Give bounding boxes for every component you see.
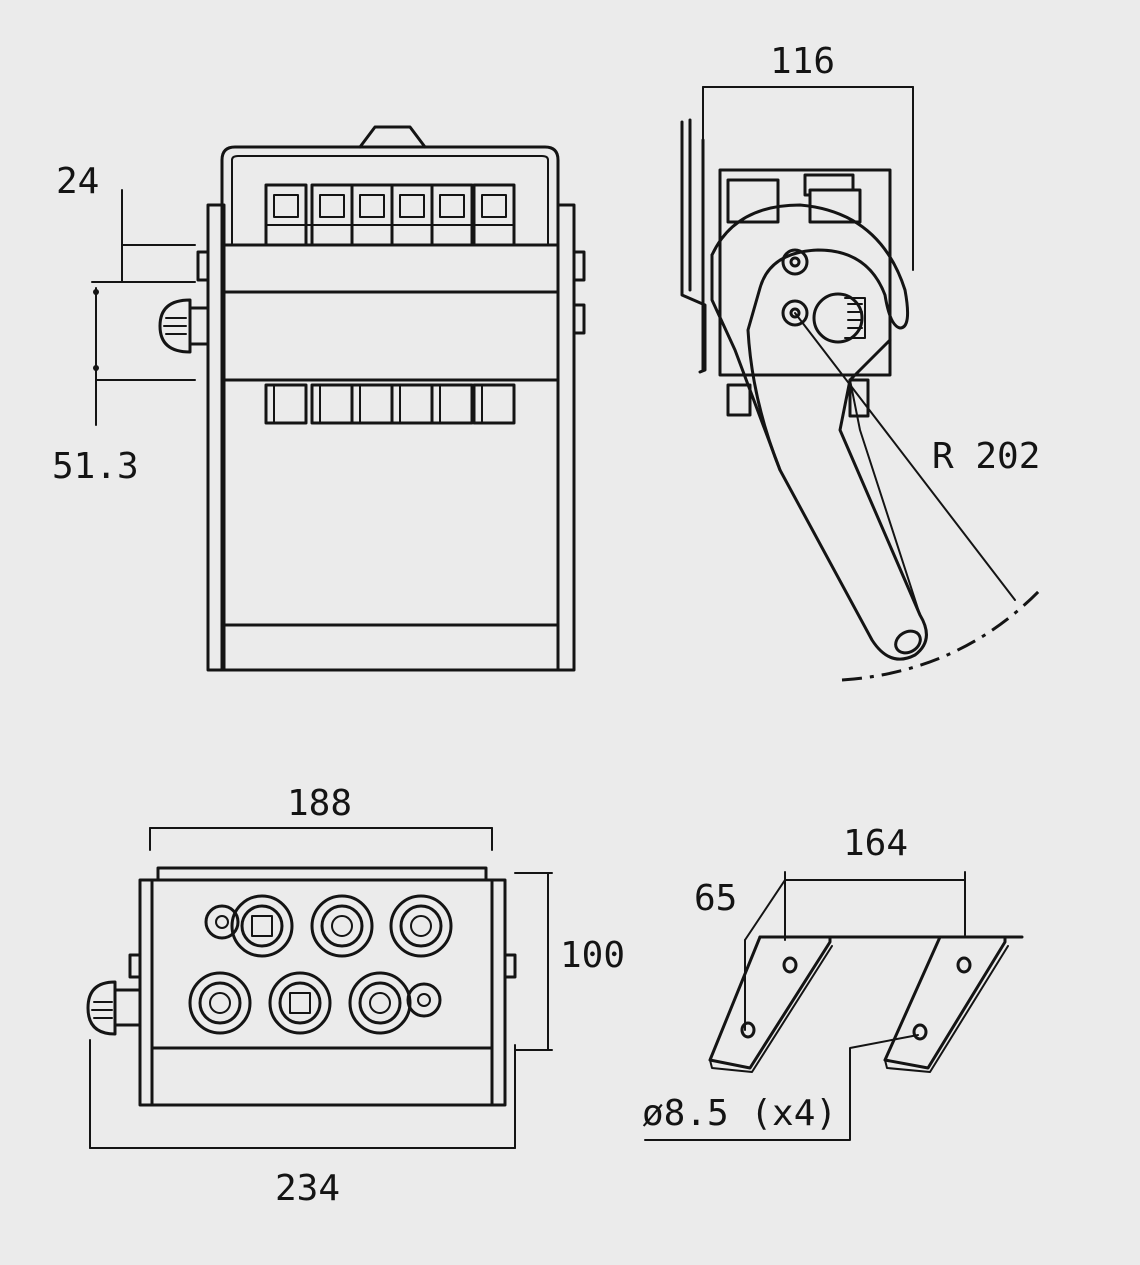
dimension-234: 234: [89, 1039, 516, 1209]
top-view: 188: [86, 783, 625, 1209]
top-knob: [358, 125, 427, 149]
dim-188-label: 188: [287, 783, 352, 824]
dimension-65: 65: [694, 878, 786, 1031]
dimension-188: 188: [149, 783, 493, 851]
radius-leader: [794, 312, 1016, 601]
dim-100-label: 100: [560, 935, 625, 976]
left-bracket: [206, 203, 226, 672]
pivot-hole-main: [781, 299, 809, 327]
top-view-knob: [86, 980, 142, 1036]
dimension-164: 164: [784, 823, 966, 941]
carry-handle: [220, 145, 560, 247]
top-connector-row: [264, 183, 516, 247]
side-view: 116 R 202: [680, 41, 1042, 682]
swing-arc: [841, 588, 1042, 682]
dimension-51-3: 51.3: [52, 287, 196, 487]
knob-end: [812, 292, 864, 344]
dim-24-label: 24: [56, 161, 99, 202]
dimension-24: 24: [56, 161, 196, 283]
dimension-100: 100: [514, 872, 625, 1051]
mount-hole-1: [782, 956, 798, 974]
top-view-connectors: [188, 894, 453, 1035]
radius-label: R 202: [932, 436, 1040, 477]
side-housing: [718, 168, 892, 377]
dimension-116: 116: [702, 41, 914, 271]
dim-65-label: 65: [694, 878, 737, 919]
bracket-left-foot: [708, 935, 832, 1070]
bottom-connector-row: [264, 383, 516, 425]
right-bracket: [556, 203, 576, 672]
pivot-hole-top: [781, 248, 809, 276]
bracket-right-foot: [883, 935, 1007, 1070]
arm-end-hole: [894, 629, 922, 655]
mount-hole-4: [912, 1023, 928, 1041]
tilt-bracket-arm: [710, 203, 928, 661]
mount-hole-2: [740, 1021, 756, 1039]
mounting-bracket-view: 164 65 ø8.5 (x4): [642, 823, 1024, 1141]
side-knob: [158, 298, 210, 354]
top-view-frame: [138, 878, 507, 1107]
dim-51-3-label: 51.3: [52, 446, 139, 487]
front-view: 24 51.3: [52, 125, 586, 672]
hole-leader: [644, 1034, 919, 1141]
dim-116-label: 116: [770, 41, 835, 82]
dim-164-label: 164: [843, 823, 908, 864]
mount-hole-3: [956, 956, 972, 974]
main-body: [220, 243, 560, 672]
dim-234-label: 234: [275, 1168, 340, 1209]
hole-label: ø8.5 (x4): [642, 1093, 837, 1134]
